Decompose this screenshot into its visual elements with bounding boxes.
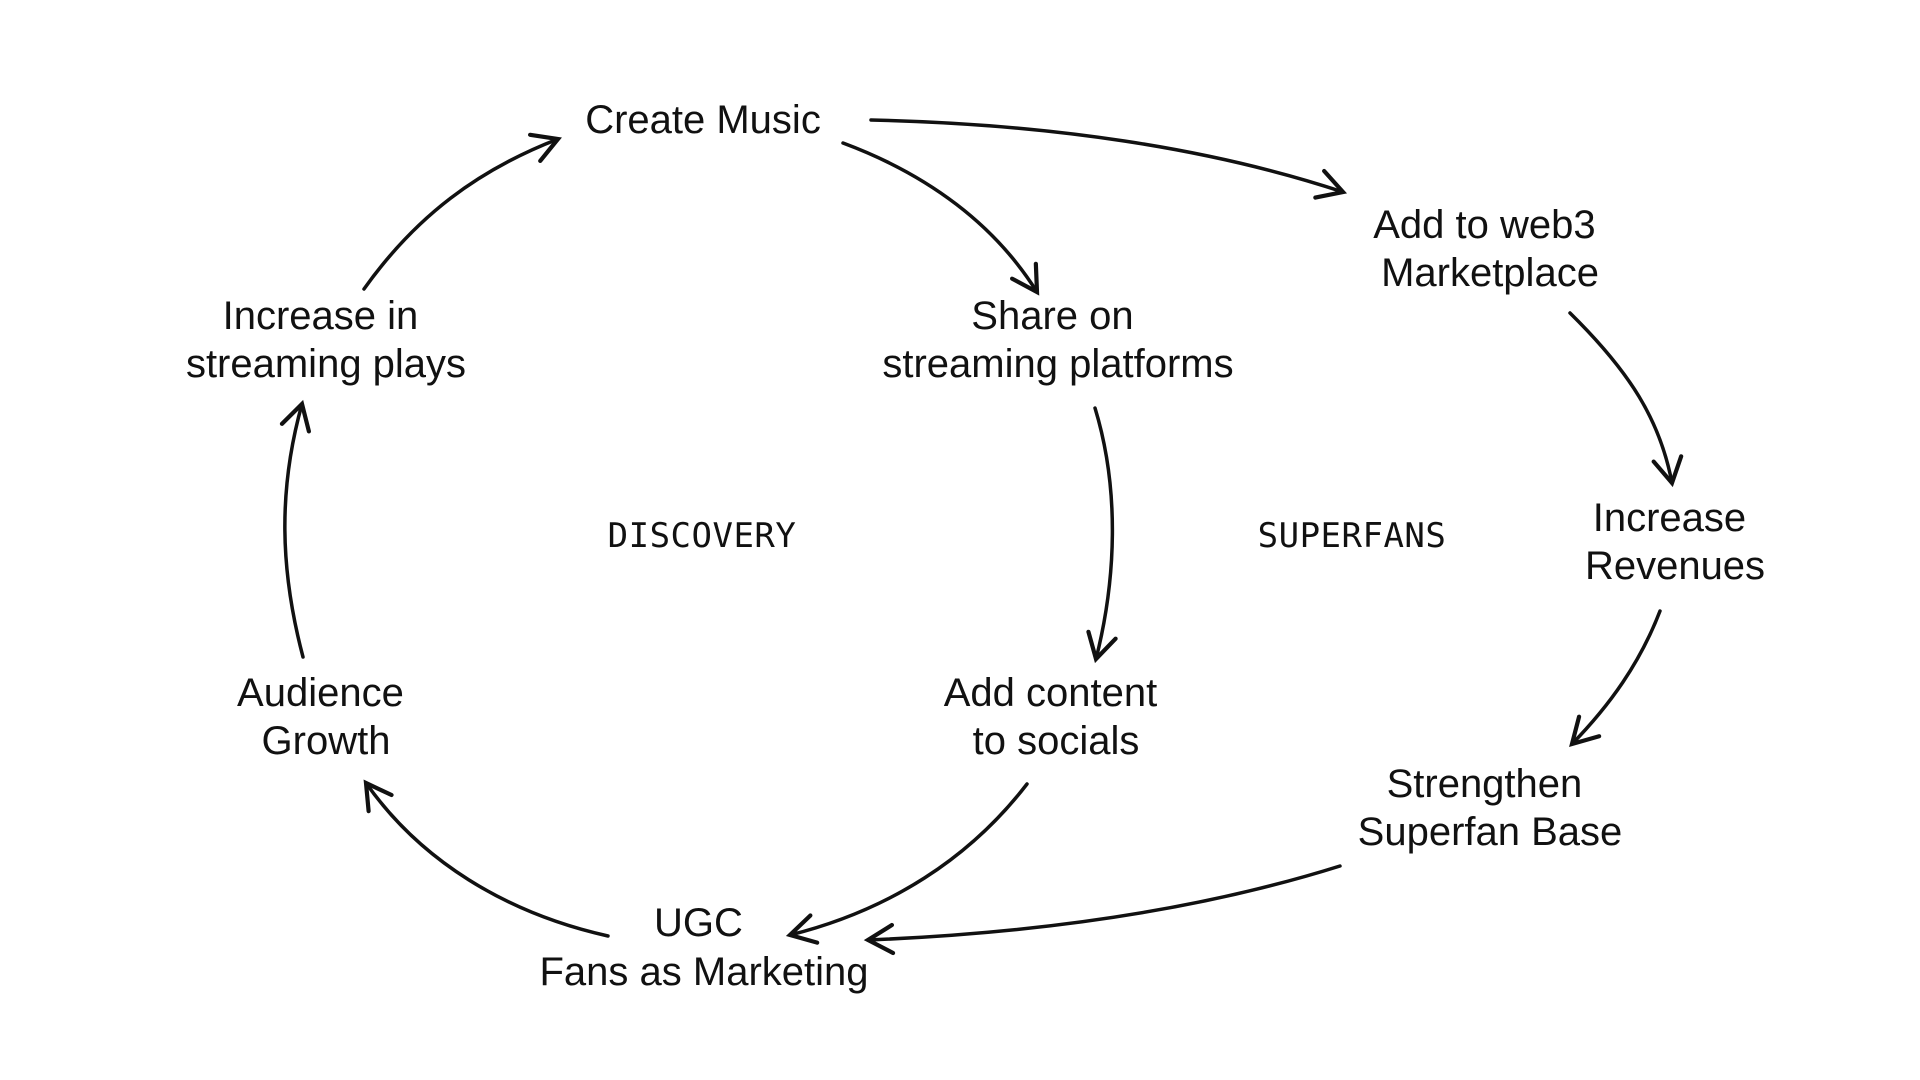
node-superfan-line-2: Superfan Base bbox=[1358, 810, 1623, 854]
node-share-line-2: streaming platforms bbox=[882, 342, 1233, 386]
node-add-content-line-2: to socials bbox=[973, 719, 1140, 763]
arrow-create-to-share bbox=[841, 141, 1040, 296]
node-revenues-line-2: Revenues bbox=[1585, 544, 1765, 588]
node-add-content-to-socials: Add content to socials bbox=[944, 671, 1169, 763]
node-add-to-web3-marketplace: Add to web3 Marketplace bbox=[1373, 203, 1607, 295]
node-revenues-line-1: Increase bbox=[1593, 496, 1746, 540]
node-increase-in-streaming-plays: Increase in streaming plays bbox=[186, 294, 466, 386]
node-create-music-line-1: Create Music bbox=[585, 98, 821, 142]
node-add-content-line-1: Add content bbox=[944, 671, 1158, 715]
node-ugc-fans-as-marketing: UGC Fans as Marketing bbox=[539, 901, 868, 994]
arrow-superfan-to-ugc bbox=[863, 864, 1342, 956]
node-increase-revenues: Increase Revenues bbox=[1585, 496, 1765, 588]
node-ugc-line-1: UGC bbox=[654, 901, 743, 945]
node-increase-plays-line-1: Increase in bbox=[223, 294, 419, 338]
node-ugc-line-2: Fans as Marketing bbox=[539, 950, 868, 994]
arrow-audience-to-increase-plays bbox=[279, 399, 312, 659]
region-label-superfans: SUPERFANS bbox=[1258, 516, 1447, 556]
region-label-discovery: DISCOVERY bbox=[608, 516, 797, 556]
node-web3-line-1: Add to web3 bbox=[1373, 203, 1595, 247]
arrow-revenues-to-superfan bbox=[1569, 609, 1662, 748]
node-increase-plays-line-2: streaming plays bbox=[186, 342, 466, 386]
node-strengthen-superfan-base: Strengthen Superfan Base bbox=[1358, 762, 1623, 854]
arrow-web3-to-revenues bbox=[1568, 311, 1684, 488]
node-audience-line-2: Growth bbox=[262, 719, 391, 763]
node-superfan-line-1: Strengthen bbox=[1387, 762, 1583, 806]
arrow-share-to-add-content bbox=[1086, 406, 1118, 664]
arrow-add-content-to-ugc bbox=[785, 782, 1029, 945]
node-audience-growth: Audience Growth bbox=[237, 671, 415, 763]
node-share-line-1: Share on bbox=[971, 294, 1133, 338]
node-web3-line-2: Marketplace bbox=[1381, 251, 1599, 295]
node-audience-line-1: Audience bbox=[237, 671, 404, 715]
node-create-music: Create Music bbox=[585, 98, 821, 142]
arrow-ugc-to-audience bbox=[363, 779, 610, 938]
arrow-increase-plays-to-create bbox=[362, 132, 562, 291]
node-share-on-streaming-platforms: Share on streaming platforms bbox=[882, 294, 1233, 386]
arrow-create-to-web3 bbox=[869, 118, 1348, 200]
